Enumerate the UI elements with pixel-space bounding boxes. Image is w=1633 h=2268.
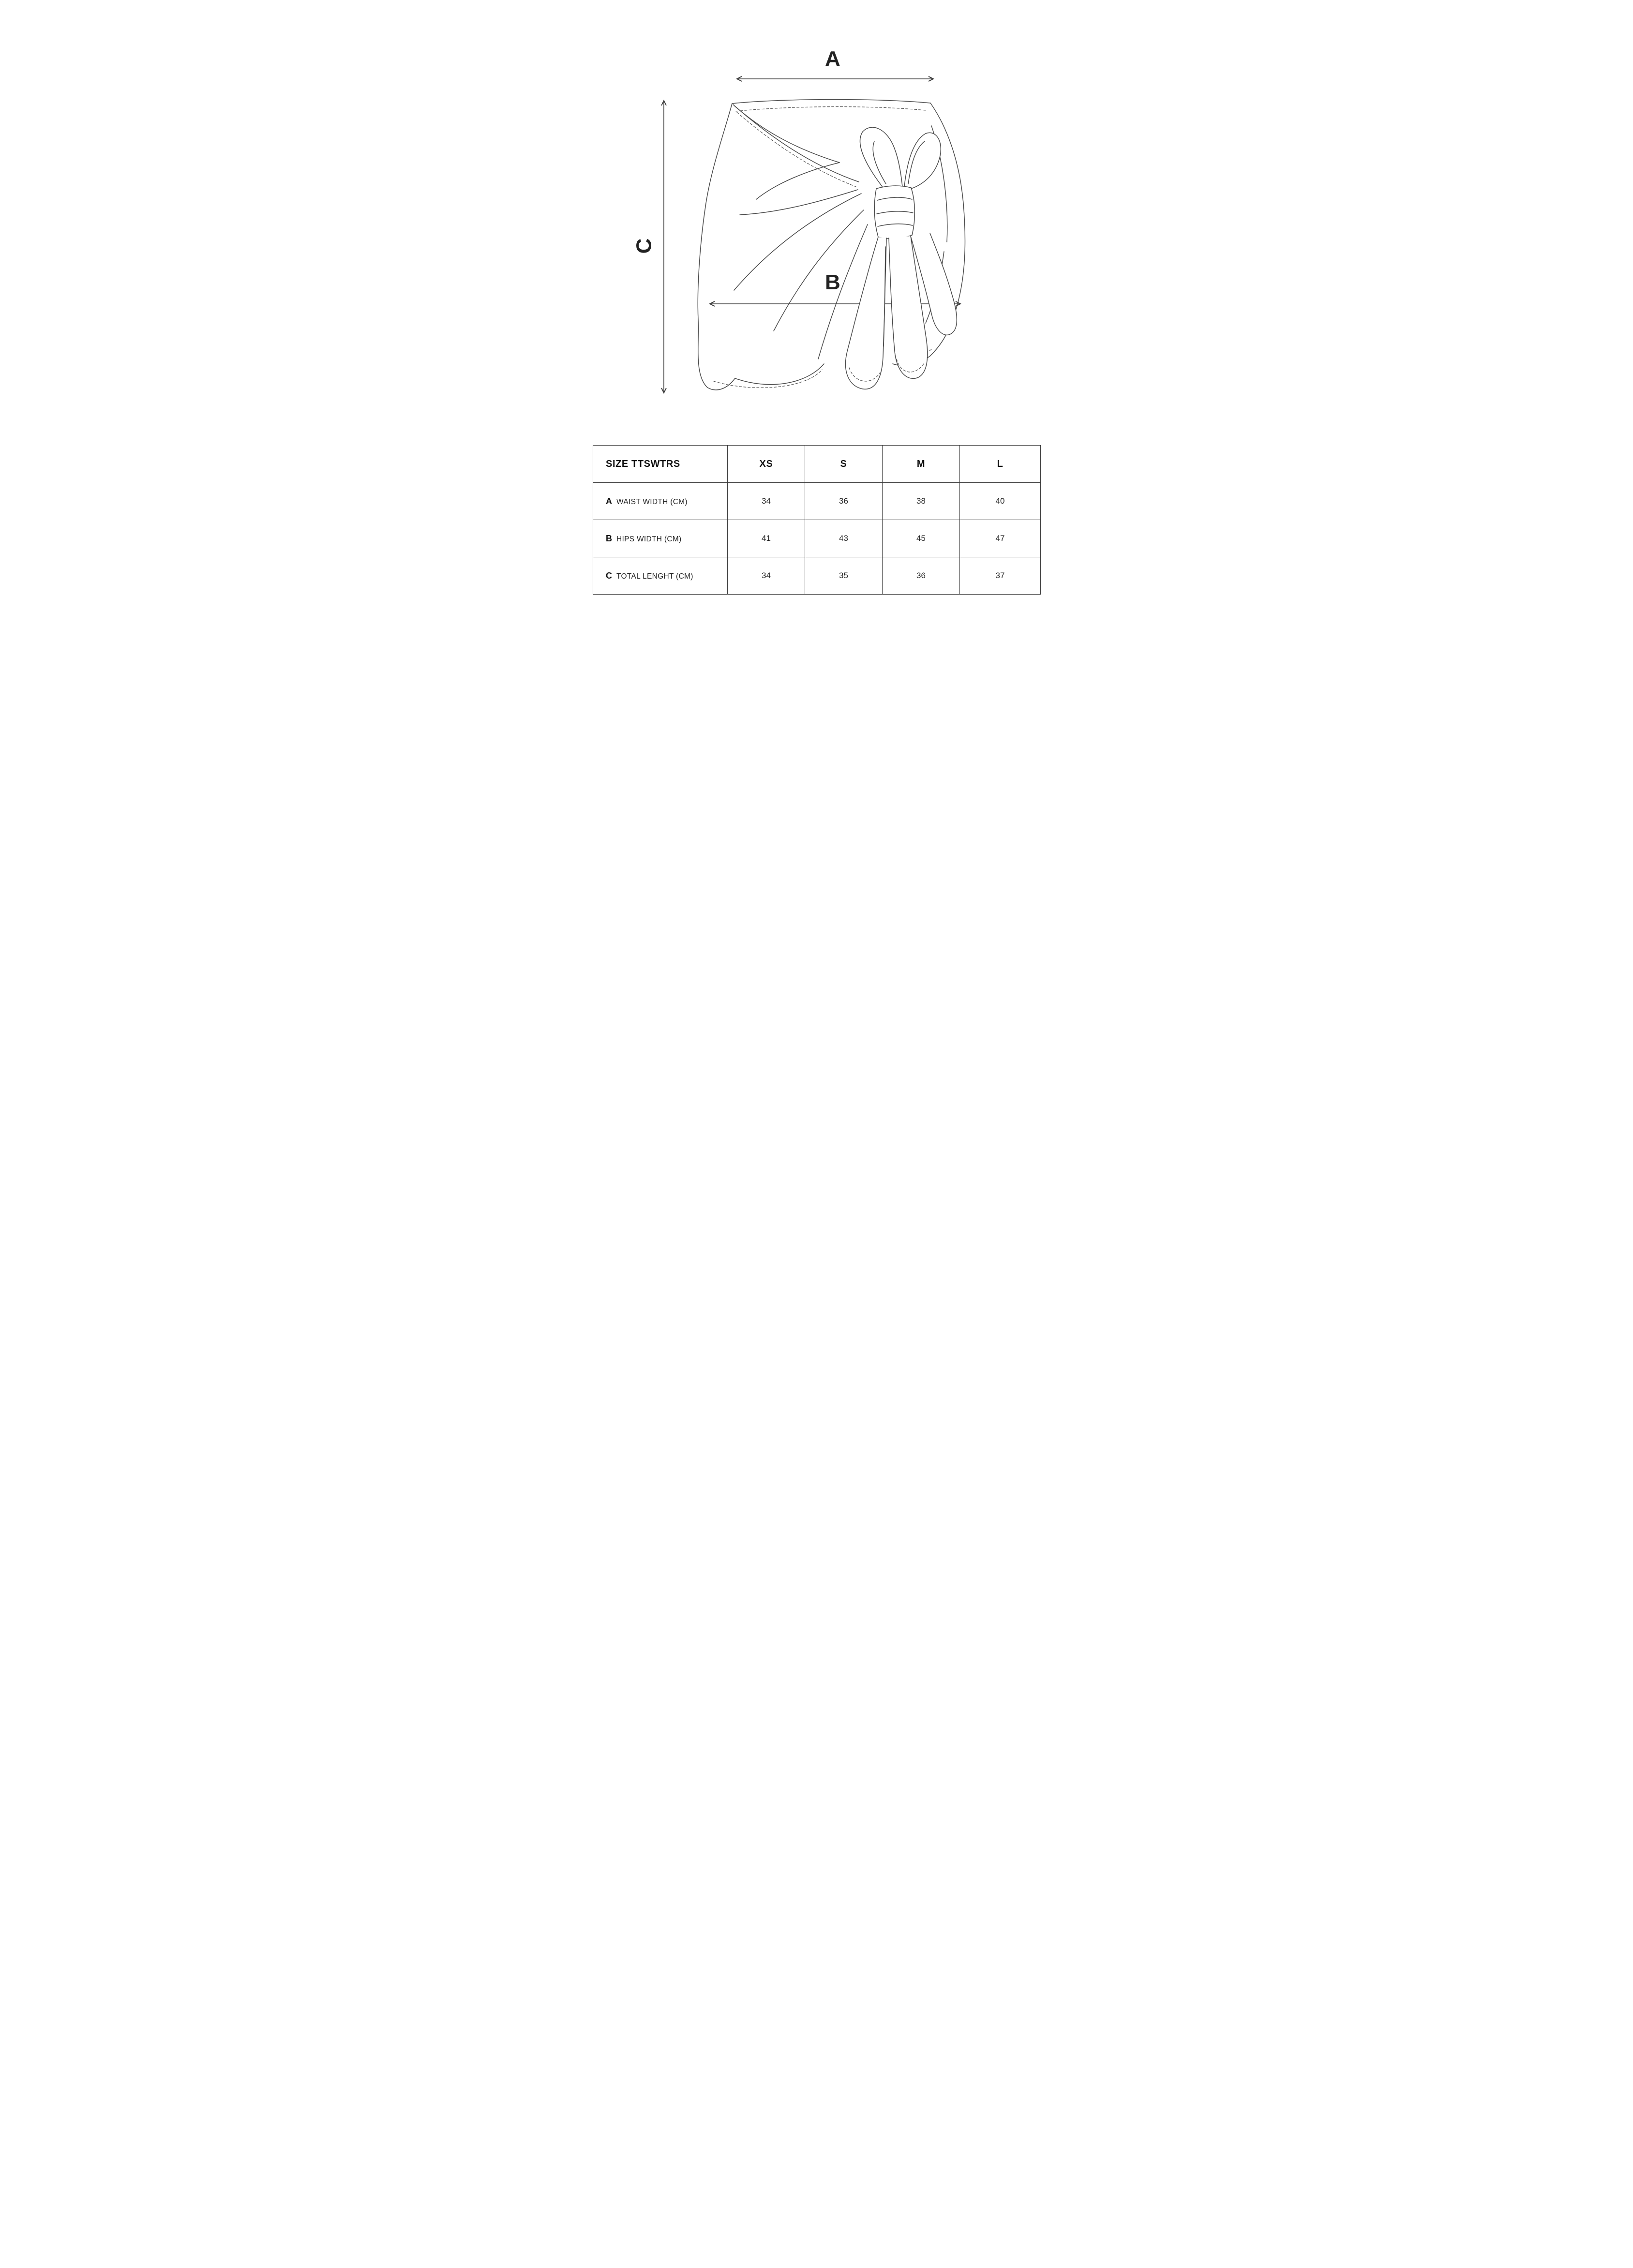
value-cell: 37 xyxy=(959,557,1041,595)
header-size-s: S xyxy=(805,445,883,483)
size-guide-page: A B C SIZE TTSWTRS XS S M L A WAIST WIDTH… xyxy=(544,0,1089,756)
row-label: TOTAL LENGHT (CM) xyxy=(616,572,693,581)
value-cell: 47 xyxy=(959,520,1041,557)
value-cell: 40 xyxy=(959,482,1041,520)
value-cell: 36 xyxy=(805,482,883,520)
row-label: WAIST WIDTH (CM) xyxy=(616,497,688,506)
value-cell: 36 xyxy=(882,557,960,595)
table-row-hips: B HIPS WIDTH (CM) 41 43 45 47 xyxy=(593,520,1041,557)
garment-diagram: A B C xyxy=(544,0,1089,435)
wrap-skirt-sketch xyxy=(661,76,966,394)
row-label-cell: A WAIST WIDTH (CM) xyxy=(593,482,728,520)
value-cell: 35 xyxy=(805,557,883,595)
value-cell: 38 xyxy=(882,482,960,520)
size-table-header-row: SIZE TTSWTRS XS S M L xyxy=(593,445,1041,483)
skirt-knot xyxy=(845,127,958,390)
size-table: SIZE TTSWTRS XS S M L A WAIST WIDTH (CM) … xyxy=(593,445,1041,595)
dim-c-label: C xyxy=(632,238,656,254)
table-row-waist: A WAIST WIDTH (CM) 34 36 38 40 xyxy=(593,482,1041,520)
value-cell: 45 xyxy=(882,520,960,557)
value-cell: 41 xyxy=(727,520,805,557)
row-label-cell: C TOTAL LENGHT (CM) xyxy=(593,557,728,595)
header-size-m: M xyxy=(882,445,960,483)
row-letter: B xyxy=(606,533,612,543)
dim-b-label: B xyxy=(825,270,841,294)
value-cell: 34 xyxy=(727,557,805,595)
header-size-l: L xyxy=(959,445,1041,483)
table-row-length: C TOTAL LENGHT (CM) 34 35 36 37 xyxy=(593,557,1041,595)
row-label: HIPS WIDTH (CM) xyxy=(616,535,682,543)
skirt-outline xyxy=(697,99,966,390)
dim-a-label: A xyxy=(825,47,841,71)
value-cell: 43 xyxy=(805,520,883,557)
row-label-cell: B HIPS WIDTH (CM) xyxy=(593,520,728,557)
header-size-xs: XS xyxy=(727,445,805,483)
row-letter: A xyxy=(606,496,612,506)
header-size-title: SIZE TTSWTRS xyxy=(593,445,728,483)
value-cell: 34 xyxy=(727,482,805,520)
row-letter: C xyxy=(606,570,612,581)
